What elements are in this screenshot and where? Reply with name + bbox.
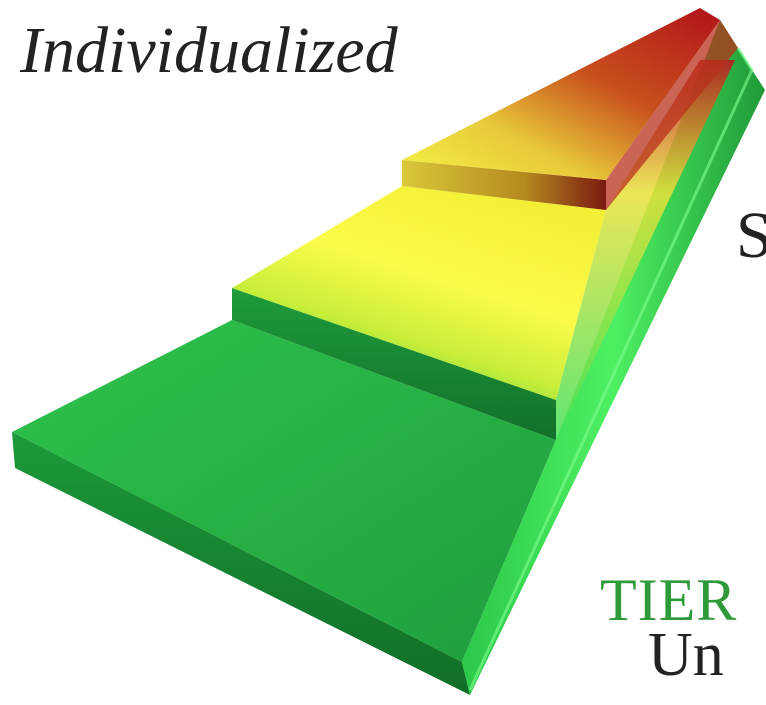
tier-bottom-sublabel-partial: Un	[648, 621, 724, 689]
pyramid-right-ridge	[462, 20, 765, 695]
tier-bottom-top-face	[12, 320, 556, 662]
tier-middle-front-face	[232, 288, 556, 440]
ridge-highlight	[468, 47, 754, 691]
tier-top-top-face	[402, 8, 720, 180]
tier-top-side-face	[606, 20, 738, 210]
tier-middle-top-face	[232, 186, 606, 400]
tier-bottom-front-face	[12, 432, 470, 695]
tier-top-label: Individualized	[20, 14, 398, 87]
tier-middle-side-face	[556, 60, 735, 440]
tier-bottom-label: TIER	[600, 567, 738, 633]
tier-middle-label-partial: S	[736, 199, 766, 272]
tier-top-front-face	[402, 160, 606, 210]
